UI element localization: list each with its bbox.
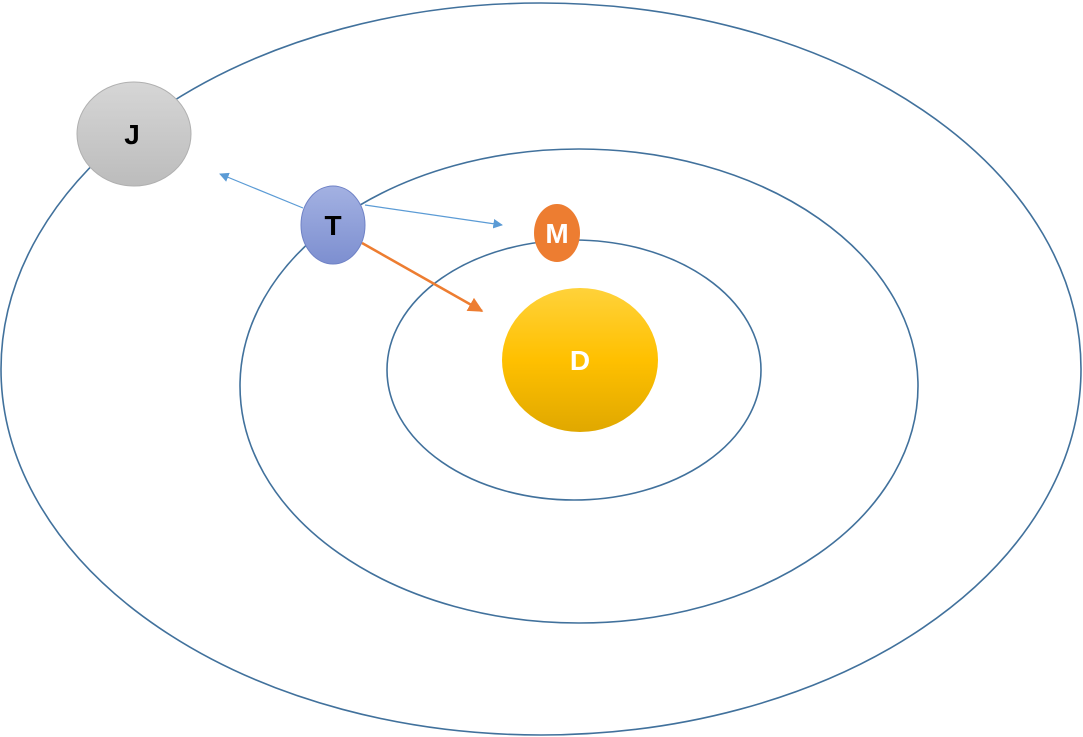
j-circle <box>76 81 192 187</box>
body-t: T <box>300 185 366 265</box>
arrow-t-to-j <box>219 172 304 209</box>
body-t-label: T <box>324 210 341 241</box>
body-m: M <box>534 204 580 262</box>
body-d: D <box>502 288 658 432</box>
body-d-label: D <box>570 345 590 376</box>
arrow-t-to-m <box>364 204 503 229</box>
body-m-label: M <box>545 218 568 249</box>
body-j-label: J <box>124 119 140 150</box>
middle-orbit <box>239 148 919 624</box>
arrow-t-to-d <box>361 241 484 313</box>
sun-circle <box>502 288 658 432</box>
t-circle <box>300 185 366 265</box>
body-j: J <box>76 81 192 187</box>
m-circle <box>534 204 580 262</box>
